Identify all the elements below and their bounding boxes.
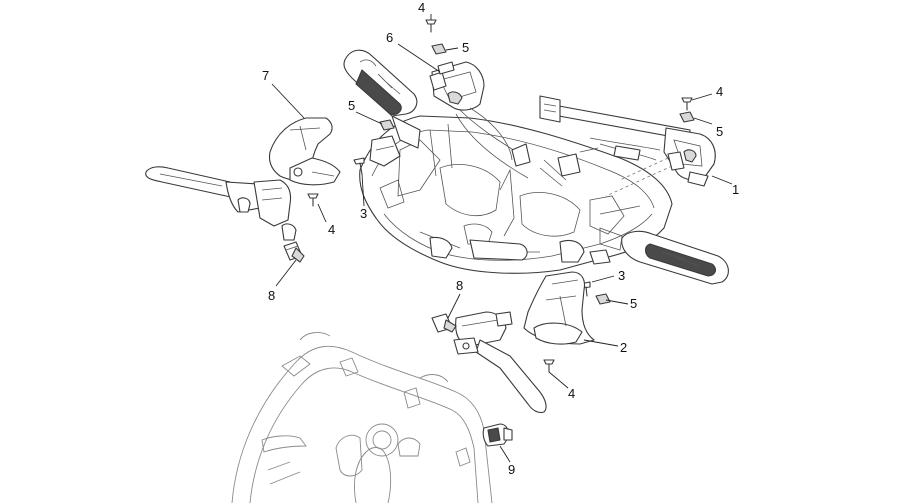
screw-left-mid: [353, 157, 365, 175]
right-brake-lever: [453, 311, 547, 414]
callout-9: 9: [508, 462, 515, 477]
callout-1: 1: [732, 182, 739, 197]
callout-5-mid: 5: [630, 296, 637, 311]
screw-bottom: [543, 359, 555, 373]
right-switch-assembly: [605, 127, 716, 197]
stop-switch-left: [283, 241, 305, 263]
screw-top: [425, 19, 437, 33]
callout-5-right: 5: [716, 124, 723, 139]
callout-labels: 4 6 5 7 5 4 5 1 3 4 8 3 5 8 2 4 9: [262, 0, 739, 477]
screw-right-top: [681, 97, 693, 111]
callout-3-right: 3: [618, 268, 625, 283]
screw-left-low: [307, 193, 319, 207]
left-brake-lever: [145, 166, 297, 241]
callout-8-left: 8: [268, 288, 275, 303]
callout-8-mid: 8: [456, 278, 463, 293]
callout-4-bottom: 4: [568, 386, 575, 401]
handlebar-frame: [359, 115, 673, 274]
clip-right-top: [679, 111, 695, 123]
stop-switch-right: [431, 313, 457, 333]
clip-right-mid: [595, 293, 611, 305]
callout-5-left: 5: [348, 98, 355, 113]
left-handlebar-grip: [343, 49, 421, 149]
callout-3-left: 3: [360, 206, 367, 221]
callout-6: 6: [386, 30, 393, 45]
left-lever-cover: [268, 117, 341, 186]
callout-7: 7: [262, 68, 269, 83]
leader-lines: [271, 14, 733, 463]
front-leg-shield: [231, 332, 493, 503]
right-lever-cover: [523, 271, 595, 345]
callout-4-top: 4: [418, 0, 425, 15]
clip-top: [431, 43, 447, 55]
callout-4-left: 4: [328, 222, 335, 237]
clip-left: [379, 119, 395, 131]
callout-4-right: 4: [716, 84, 723, 99]
callout-2: 2: [620, 340, 627, 355]
right-handlebar-grip: [599, 227, 729, 285]
wiring-harness: [539, 95, 691, 161]
switch-9: [482, 423, 513, 447]
left-switch-assembly: [429, 61, 581, 187]
callout-5-top: 5: [462, 40, 469, 55]
